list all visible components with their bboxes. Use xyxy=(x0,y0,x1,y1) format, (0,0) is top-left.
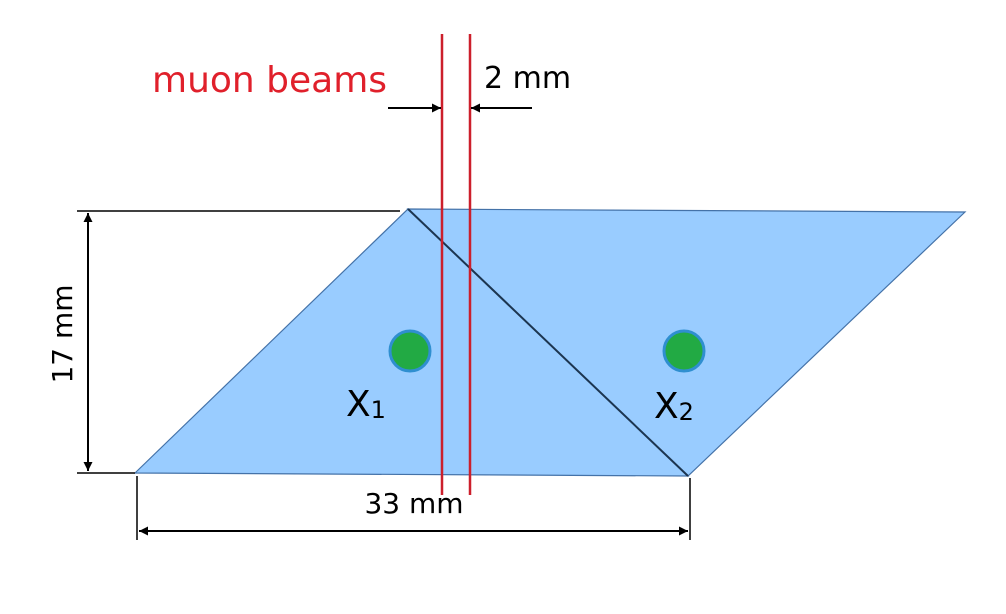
x1-label: X1 xyxy=(346,384,386,425)
x2-label-main: X xyxy=(654,386,679,427)
sensor-dot-x2 xyxy=(662,329,706,373)
height-label: 17 mm xyxy=(46,284,79,383)
beam-gap-label: 2 mm xyxy=(484,61,571,96)
width-label: 33 mm xyxy=(364,487,463,520)
x1-label-main: X xyxy=(346,384,371,425)
beams-label: muon beams xyxy=(152,60,387,101)
x2-label-sub: 2 xyxy=(679,398,694,426)
triangle-diagonal-edge xyxy=(407,208,689,477)
x1-label-sub: 1 xyxy=(371,396,386,424)
x2-label: X2 xyxy=(654,386,694,427)
sensor-dot-x1 xyxy=(388,329,432,373)
